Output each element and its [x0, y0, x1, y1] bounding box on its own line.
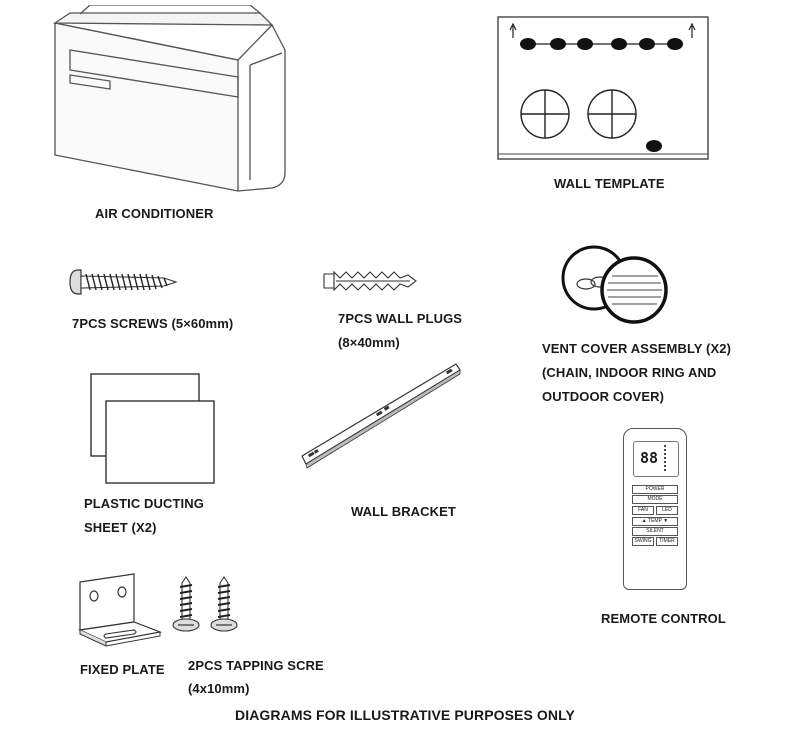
- remote-display: 88: [633, 441, 679, 477]
- screw-illustration: [69, 269, 178, 295]
- illustrative-disclaimer: DIAGRAMS FOR ILLUSTRATIVE PURPOSES ONLY: [235, 707, 575, 723]
- wall-plugs-label-line1: 7PCS WALL PLUGS: [338, 311, 463, 326]
- wall-plug-illustration: [323, 270, 417, 292]
- ducting-sheet-label-line1: PLASTIC DUCTING: [84, 496, 204, 511]
- remote-button-timer[interactable]: TIMER: [656, 537, 678, 546]
- vent-cover-label-line1: VENT COVER ASSEMBLY (X2): [542, 341, 732, 356]
- tapping-screws-label-line2: (4x10mm): [188, 681, 250, 696]
- remote-display-digits: 88: [640, 449, 659, 467]
- remote-button-led[interactable]: LED: [656, 506, 678, 515]
- wall-template-label: WALL TEMPLATE: [554, 176, 665, 191]
- ducting-sheet-illustration: [90, 373, 215, 484]
- remote-indicator-icons: [664, 445, 676, 471]
- wall-template-illustration: [497, 16, 709, 160]
- vent-cover-illustration: [561, 245, 668, 324]
- fixed-plate-label: FIXED PLATE: [80, 662, 165, 677]
- air-conditioner-label: AIR CONDITIONER: [95, 206, 214, 221]
- remote-button-swing[interactable]: SWING: [632, 537, 654, 546]
- fixed-plate-illustration: [77, 573, 163, 647]
- wall-bracket-label: WALL BRACKET: [351, 504, 456, 519]
- wall-bracket-illustration: [301, 363, 461, 469]
- vent-cover-label-line2: (CHAIN, INDOOR RING AND: [542, 365, 717, 380]
- ducting-sheet-label-line2: SHEET (X2): [84, 520, 157, 535]
- remote-button-mode[interactable]: MODE: [632, 495, 678, 504]
- remote-button-temp[interactable]: ▲ TEMP ▼: [632, 517, 678, 526]
- screws-label: 7PCS SCREWS (5×60mm): [72, 316, 234, 331]
- remote-control: 88 POWER MODE FAN LED ▲ TEMP ▼ SILENT SW…: [623, 428, 687, 590]
- remote-button-power[interactable]: POWER: [632, 485, 678, 494]
- tapping-screws-label-line1: 2PCS TAPPING SCRE: [188, 658, 324, 673]
- remote-button-fan[interactable]: FAN: [632, 506, 654, 515]
- vent-cover-label-line3: OUTDOOR COVER): [542, 389, 665, 404]
- remote-control-label: REMOTE CONTROL: [601, 611, 726, 626]
- tapping-screws-illustration: [172, 576, 238, 632]
- air-conditioner-illustration: [52, 5, 286, 192]
- remote-button-silent[interactable]: SILENT: [632, 527, 678, 536]
- wall-plugs-label-line2: (8×40mm): [338, 335, 400, 350]
